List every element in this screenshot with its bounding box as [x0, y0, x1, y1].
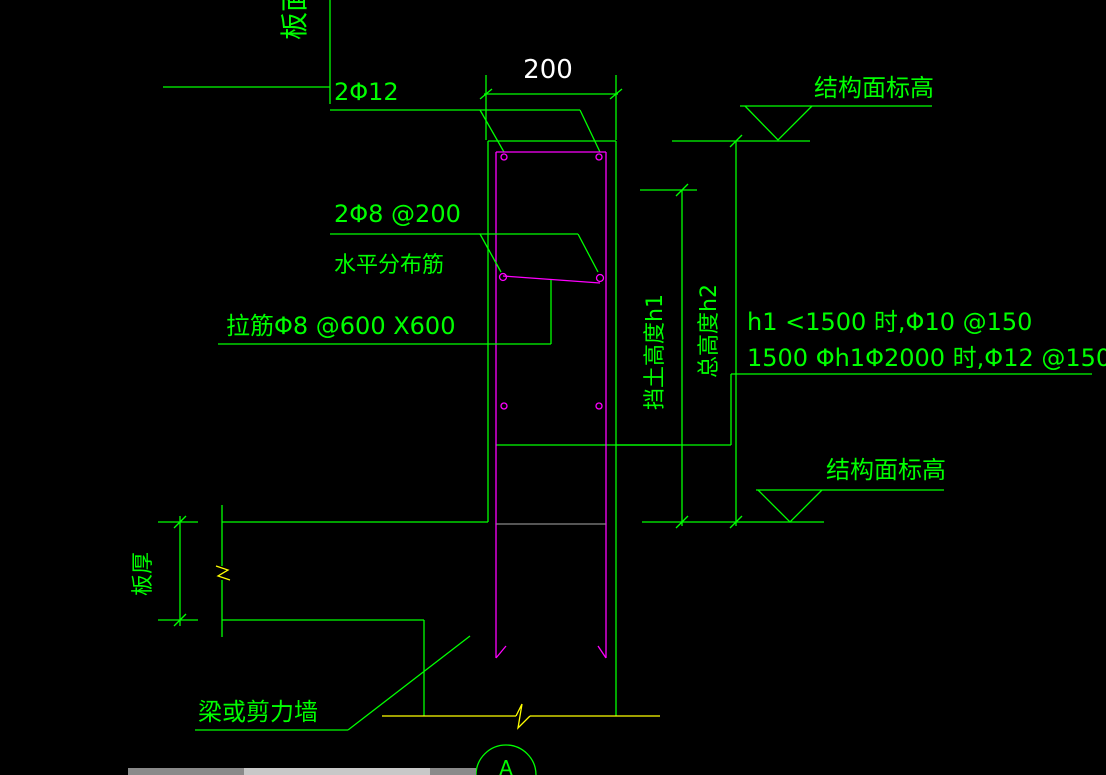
tie-rebar-leader	[218, 280, 552, 345]
slab-thickness-label: 板厚	[131, 552, 156, 596]
bottom-scrollbar-thumb[interactable]	[244, 768, 430, 775]
rule-line-2: 1500 Φh1Φ2000 时,Φ12 @150	[747, 344, 1106, 372]
top-rebar-leader	[163, 0, 601, 153]
width-dimension	[479, 75, 623, 140]
top-rebar-label: 2Φ12	[334, 78, 399, 106]
height-h1-label: 挡土高度h1	[643, 294, 668, 410]
horizontal-rebar-leader	[330, 233, 599, 273]
retaining-wall-outline	[487, 140, 680, 716]
rebar-cage	[495, 151, 607, 659]
horizontal-rebar-name: 水平分布筋	[334, 253, 444, 278]
slab	[215, 505, 488, 716]
top-elevation-symbol	[740, 105, 932, 141]
rule-line-1: h1 <1500 时,Φ10 @150	[747, 308, 1032, 336]
height-dimensions	[640, 134, 824, 529]
rule-leader	[616, 373, 1092, 446]
top-elevation-label: 结构面标高	[814, 74, 934, 102]
width-dimension-label: 200	[523, 55, 573, 85]
beam-wall-label: 梁或剪力墙	[198, 698, 318, 726]
tie-rebar-label: 拉筋Φ8 @600 X600	[226, 312, 455, 340]
height-h2-label: 总高度h2	[697, 284, 722, 378]
slab-top-clipped-label: 板面	[278, 0, 311, 40]
bottom-elevation-symbol	[756, 489, 944, 523]
section-marker	[475, 744, 537, 775]
beam-wall-leader	[195, 635, 471, 731]
section-marker-label: A	[499, 756, 513, 775]
slab-thickness-dimension	[158, 515, 198, 627]
break-line	[382, 703, 660, 730]
horizontal-rebar-label: 2Φ8 @200	[334, 200, 461, 228]
bottom-elevation-label: 结构面标高	[826, 456, 946, 484]
